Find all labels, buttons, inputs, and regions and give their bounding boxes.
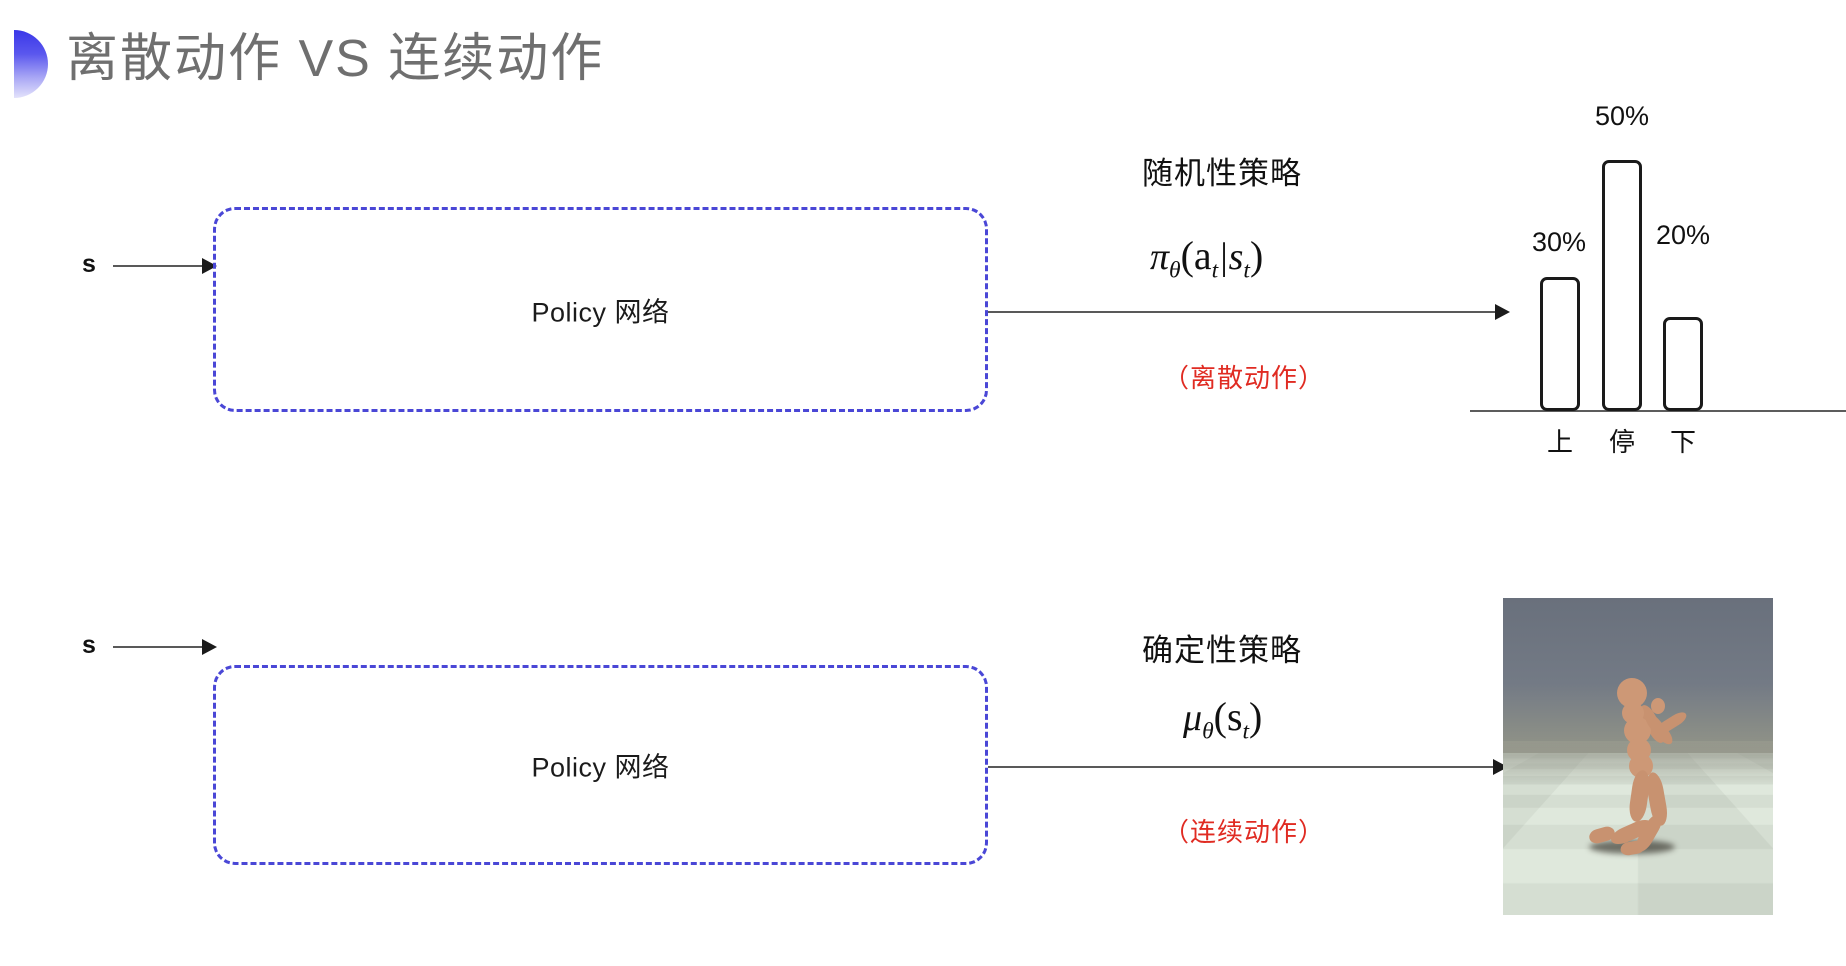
formula-open-arg: (a	[1180, 233, 1212, 278]
bar-category-label-1: 停	[1608, 427, 1635, 457]
page-title: 离散动作 VS 连续动作	[66, 30, 605, 88]
formula-close-paren: )	[1249, 233, 1264, 278]
humanoid-shoulder-front	[1651, 698, 1665, 714]
caption-heading-stochastic: 随机性策略	[1142, 156, 1302, 191]
arrow-state-to-policy-discrete	[113, 265, 215, 267]
bar-category-label-0: 上	[1546, 427, 1573, 457]
arrow-state-to-policy-continuous	[113, 646, 215, 648]
formula-conditional-bar: |s	[1218, 236, 1244, 278]
bar-0	[1540, 277, 1580, 411]
bar-2	[1663, 317, 1703, 411]
state-input-label-continuous: s	[82, 631, 96, 659]
bar-1	[1602, 160, 1642, 411]
caption-note-continuous-action: （连续动作）	[1163, 817, 1326, 847]
policy-network-label-continuous: Policy 网络	[531, 752, 670, 783]
chart-baseline-axis	[1470, 410, 1846, 412]
caption-heading-deterministic: 确定性策略	[1142, 633, 1302, 668]
humanoid-simulation-image	[1503, 598, 1773, 915]
formula-state-subscript: t	[1243, 257, 1250, 284]
bar-value-label-2: 20%	[1655, 220, 1711, 250]
policy-network-box-discrete[interactable]: Policy 网络	[213, 207, 988, 412]
arrow-policy-to-output-discrete	[988, 311, 1508, 313]
caption-note-discrete-action: （离散动作）	[1163, 363, 1326, 393]
formula-mu-subscript: θ	[1202, 718, 1214, 745]
formula-deterministic-policy: μθ(st)	[1183, 693, 1262, 746]
formula-state-subscript-continuous: t	[1242, 718, 1250, 745]
formula-mu: μ	[1183, 697, 1203, 739]
formula-open-arg-continuous: (s	[1213, 694, 1243, 739]
discrete-action-bar-chart: 30% 上 50% 停 20% 下	[0, 0, 1846, 460]
formula-action-subscript: t	[1211, 257, 1219, 284]
formula-close-paren-continuous: )	[1249, 694, 1263, 739]
formula-stochastic-policy: πθ(at|st)	[1150, 232, 1263, 285]
state-input-label-discrete: s	[82, 250, 96, 278]
formula-pi: π	[1150, 236, 1170, 278]
bar-value-label-1: 50%	[1594, 101, 1650, 131]
policy-network-box-continuous[interactable]: Policy 网络	[213, 665, 988, 865]
formula-pi-subscript: θ	[1169, 257, 1181, 284]
bar-value-label-0: 30%	[1531, 227, 1587, 257]
policy-network-label-discrete: Policy 网络	[531, 297, 670, 327]
arrow-policy-to-output-continuous	[988, 766, 1506, 768]
bar-category-label-2: 下	[1669, 427, 1696, 457]
